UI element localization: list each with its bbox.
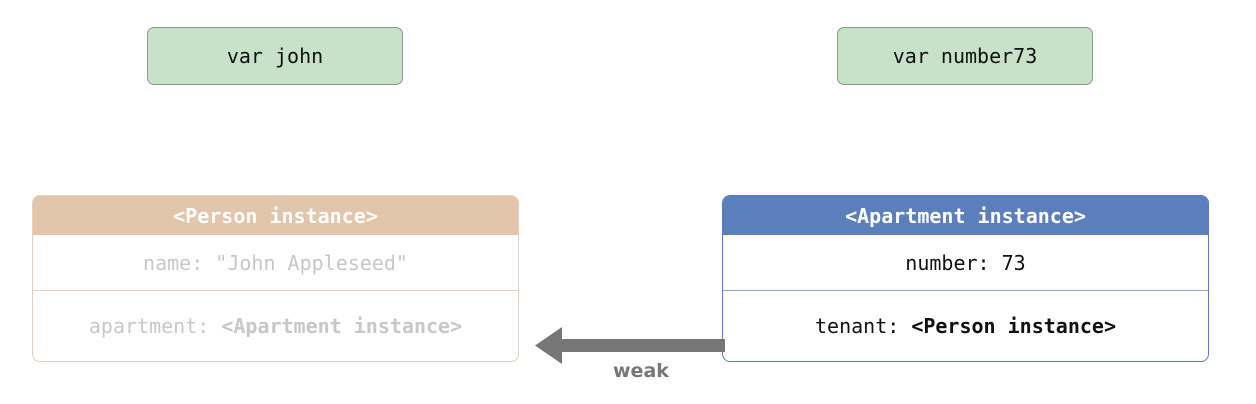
- person-name-row: name: "John Appleseed": [33, 235, 518, 291]
- apartment-instance-header: <Apartment instance>: [723, 196, 1208, 235]
- apartment-tenant-row: tenant: <Person instance>: [723, 291, 1208, 360]
- apartment-instance-title: <Apartment instance>: [845, 203, 1086, 228]
- person-apartment-row: apartment: <Apartment instance>: [33, 291, 518, 360]
- person-instance-header: <Person instance>: [33, 196, 518, 235]
- person-apartment-value: <Apartment instance>: [221, 313, 463, 338]
- person-name-label: name:: [143, 250, 216, 275]
- variable-number73-label: var number73: [892, 44, 1038, 68]
- apartment-tenant-label: tenant:: [814, 313, 912, 338]
- weak-reference-arrow: [535, 327, 725, 364]
- variable-john-label: var john: [226, 44, 324, 68]
- variable-number73: var number73: [837, 27, 1093, 85]
- weak-arrow-shaft: [561, 339, 725, 352]
- apartment-number-label: number:: [905, 250, 1002, 275]
- person-instance-box: <Person instance> name: "John Appleseed"…: [32, 195, 519, 362]
- weak-arrow-head: [535, 327, 562, 364]
- apartment-instance-box: <Apartment instance> number: 73 tenant: …: [722, 195, 1209, 362]
- variable-john: var john: [147, 27, 403, 85]
- apartment-number-value: 73: [1001, 250, 1026, 275]
- apartment-tenant-value: <Person instance>: [911, 313, 1117, 338]
- person-name-value: "John Appleseed": [215, 250, 408, 275]
- person-instance-title: <Person instance>: [173, 203, 378, 228]
- person-apartment-label: apartment:: [88, 313, 222, 338]
- apartment-number-row: number: 73: [723, 235, 1208, 291]
- weak-reference-label: weak: [613, 360, 669, 382]
